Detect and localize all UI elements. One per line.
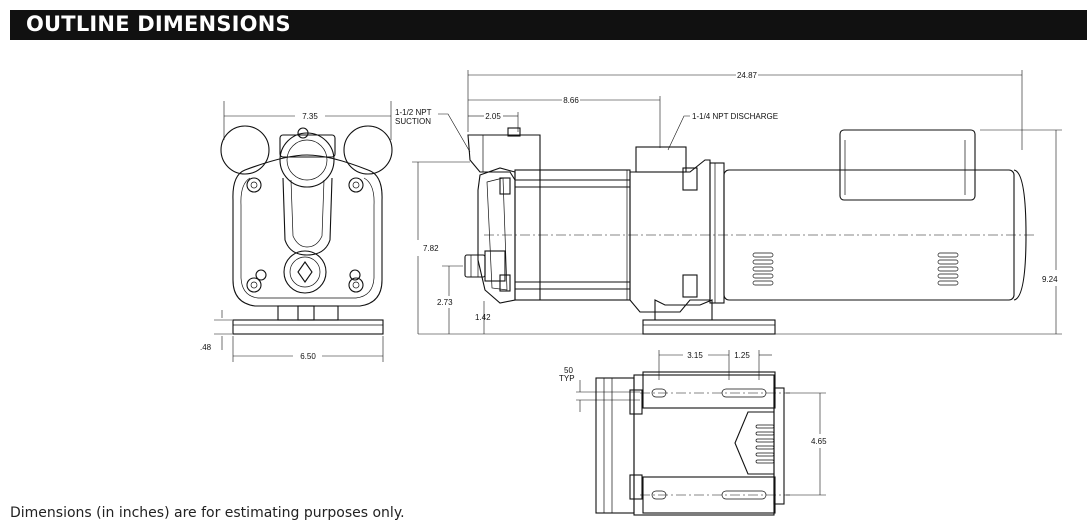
dim-front-width: 7.35	[302, 112, 318, 121]
dim-discharge-offset: 8.66	[563, 96, 579, 105]
footnote: Dimensions (in inches) are for estimatin…	[10, 505, 405, 521]
discharge-callout: 1-1/4 NPT DISCHARGE	[692, 112, 778, 121]
side-view: 24.87 8.66 2.05 1-1/2 NPT SUCTION 1-1/4 …	[395, 70, 1062, 335]
front-view: 7.35 .48	[200, 101, 393, 362]
dim-slot-spacing: 3.15	[687, 351, 703, 360]
dim-slot-width-note: TYP	[559, 374, 575, 383]
page-title: OUTLINE DIMENSIONS	[26, 12, 291, 36]
header-bar: OUTLINE DIMENSIONS	[10, 10, 1087, 40]
dim-mount-width: 4.65	[811, 437, 827, 446]
dim-base-height: .48	[200, 343, 212, 352]
suction-callout-line1: 1-1/2 NPT	[395, 108, 432, 117]
bottom-view: 3.15 1.25 50 TYP	[559, 350, 827, 516]
dim-base-width: 6.50	[300, 352, 316, 361]
dim-suction-height: 2.73	[437, 298, 453, 307]
dim-slot-length: 1.25	[734, 351, 750, 360]
dim-overall-length: 24.87	[737, 71, 758, 80]
dim-overall-height: 9.24	[1042, 275, 1058, 284]
dim-foot-height: 1.42	[475, 313, 491, 322]
dim-slot-width: 50	[564, 366, 573, 375]
suction-callout-line2: SUCTION	[395, 117, 431, 126]
dim-suction-offset: 2.05	[485, 112, 501, 121]
dim-shaft-height: 7.82	[423, 244, 439, 253]
